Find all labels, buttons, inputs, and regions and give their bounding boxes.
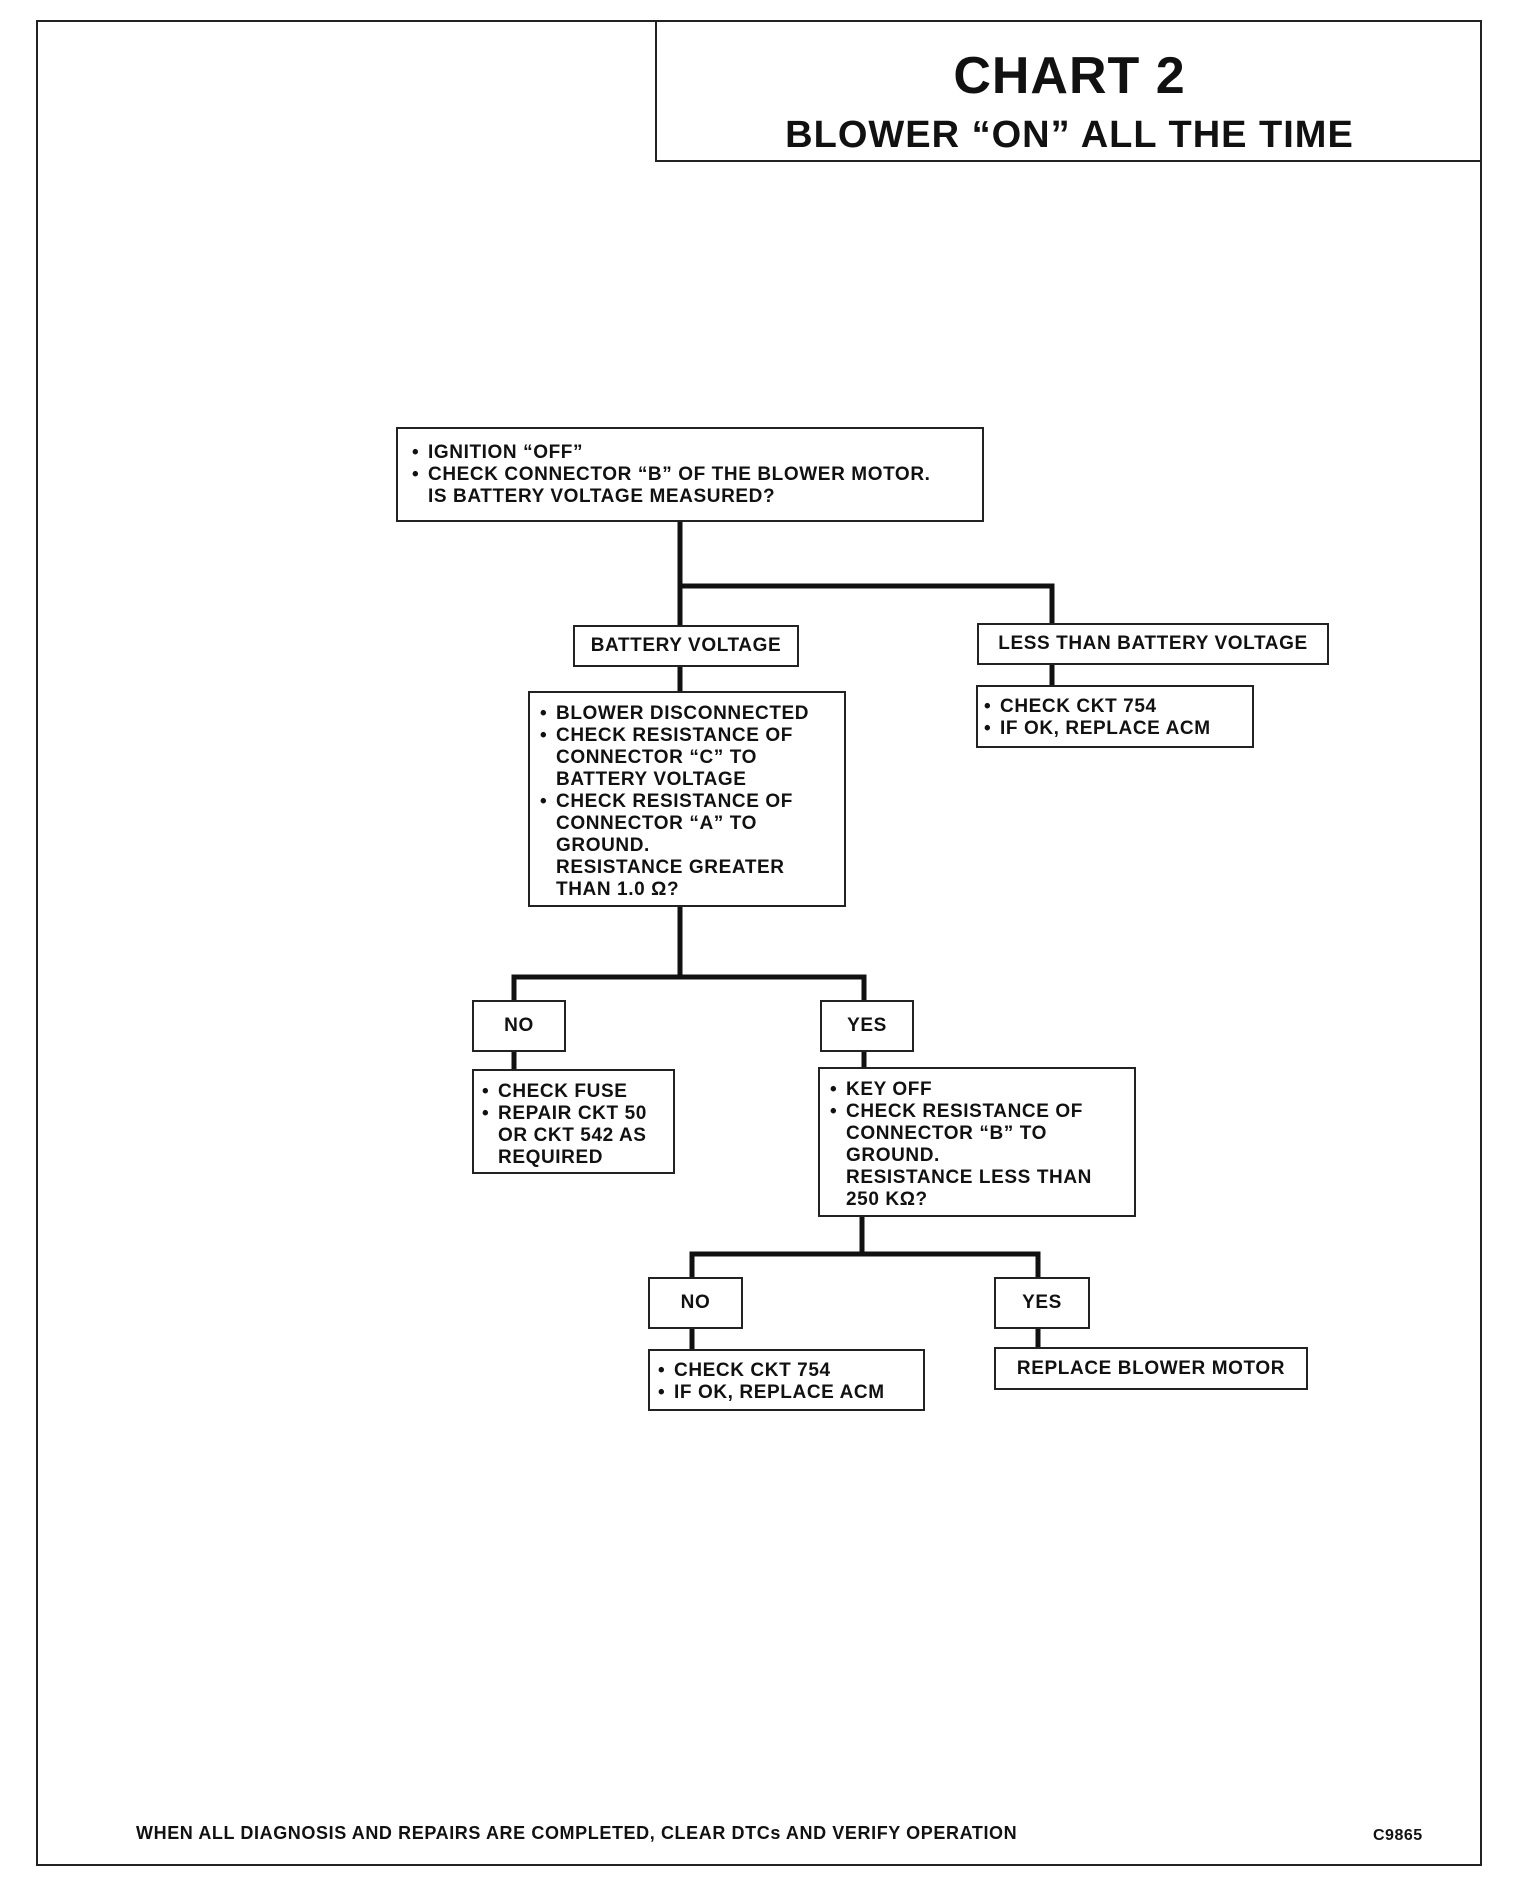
resistance-step-2: CHECK RESISTANCE OF CONNECTOR “C” TO BAT… [538, 725, 836, 791]
battery-voltage-text: BATTERY VOLTAGE [590, 635, 782, 656]
key-off-step-2: CHECK RESISTANCE OF CONNECTOR “B” TO GRO… [828, 1101, 1126, 1211]
no-1-text: NO [504, 1015, 534, 1036]
less-than-battery-voltage-label: LESS THAN BATTERY VOLTAGE [977, 623, 1329, 665]
yes-2-text: YES [1022, 1292, 1062, 1313]
no-1-label: NO [472, 1000, 566, 1052]
footer-note: WHEN ALL DIAGNOSIS AND REPAIRS ARE COMPL… [136, 1823, 1018, 1843]
yes-1-label: YES [820, 1000, 914, 1052]
less-than-steps-box: CHECK CKT 754 IF OK, REPLACE ACM [976, 685, 1254, 748]
page-frame [36, 20, 1482, 1866]
chart-title-block: CHART 2 BLOWER “ON” ALL THE TIME [655, 20, 1482, 162]
no-2-step-2: IF OK, REPLACE ACM [656, 1382, 917, 1404]
battery-voltage-label: BATTERY VOLTAGE [573, 625, 799, 667]
no-2-text: NO [680, 1292, 711, 1313]
less-than-step-2: IF OK, REPLACE ACM [982, 718, 1244, 740]
no-2-steps-box: CHECK CKT 754 IF OK, REPLACE ACM [648, 1349, 925, 1411]
no-2-label: NO [648, 1277, 743, 1329]
less-than-step-1: CHECK CKT 754 [982, 696, 1244, 718]
yes-1-text: YES [847, 1015, 887, 1036]
resistance-step-1: BLOWER DISCONNECTED [538, 703, 836, 725]
yes-2-label: YES [994, 1277, 1090, 1329]
no-1-step-2: REPAIR CKT 50 OR CKT 542 AS REQUIRED [480, 1103, 667, 1169]
no-1-step-1: CHECK FUSE [480, 1081, 667, 1103]
replace-blower-motor-box: REPLACE BLOWER MOTOR [994, 1347, 1308, 1390]
start-step-check-connector: CHECK CONNECTOR “B” OF THE BLOWER MOTOR.… [410, 464, 972, 508]
key-off-check-box: KEY OFF CHECK RESISTANCE OF CONNECTOR “B… [818, 1067, 1136, 1217]
replace-blower-motor-text: REPLACE BLOWER MOTOR [1016, 1357, 1286, 1379]
figure-code: C9865 [1373, 1827, 1423, 1844]
start-step-ignition: IGNITION “OFF” [410, 442, 972, 464]
no-1-steps-box: CHECK FUSE REPAIR CKT 50 OR CKT 542 AS R… [472, 1069, 675, 1174]
chart-title: BLOWER “ON” ALL THE TIME [785, 114, 1354, 156]
resistance-step-3: CHECK RESISTANCE OF CONNECTOR “A” TO GRO… [538, 791, 836, 901]
resistance-check-box: BLOWER DISCONNECTED CHECK RESISTANCE OF … [528, 691, 846, 907]
chart-number: CHART 2 [953, 47, 1186, 105]
less-than-text: LESS THAN BATTERY VOLTAGE [998, 633, 1308, 654]
key-off-step-1: KEY OFF [828, 1079, 1126, 1101]
no-2-step-1: CHECK CKT 754 [656, 1360, 917, 1382]
start-check-box: IGNITION “OFF” CHECK CONNECTOR “B” OF TH… [396, 427, 984, 522]
